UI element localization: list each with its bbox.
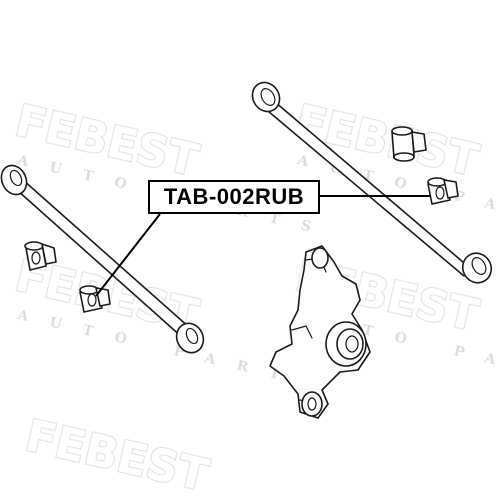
- target-bushing-left: [79, 285, 111, 313]
- leader-line-left: [95, 213, 161, 297]
- part-number-label: TAB-002RUB: [163, 184, 305, 209]
- left-link-arm: [0, 164, 205, 354]
- steering-knuckle: [269, 245, 371, 419]
- upper-right-link-arm: [251, 81, 493, 284]
- left-bushing: [24, 241, 57, 271]
- part-number-callout: TAB-002RUB: [148, 180, 320, 214]
- target-bushing-right: [427, 177, 459, 205]
- leader-lines: [95, 195, 430, 297]
- upper-right-bushing: [391, 126, 427, 162]
